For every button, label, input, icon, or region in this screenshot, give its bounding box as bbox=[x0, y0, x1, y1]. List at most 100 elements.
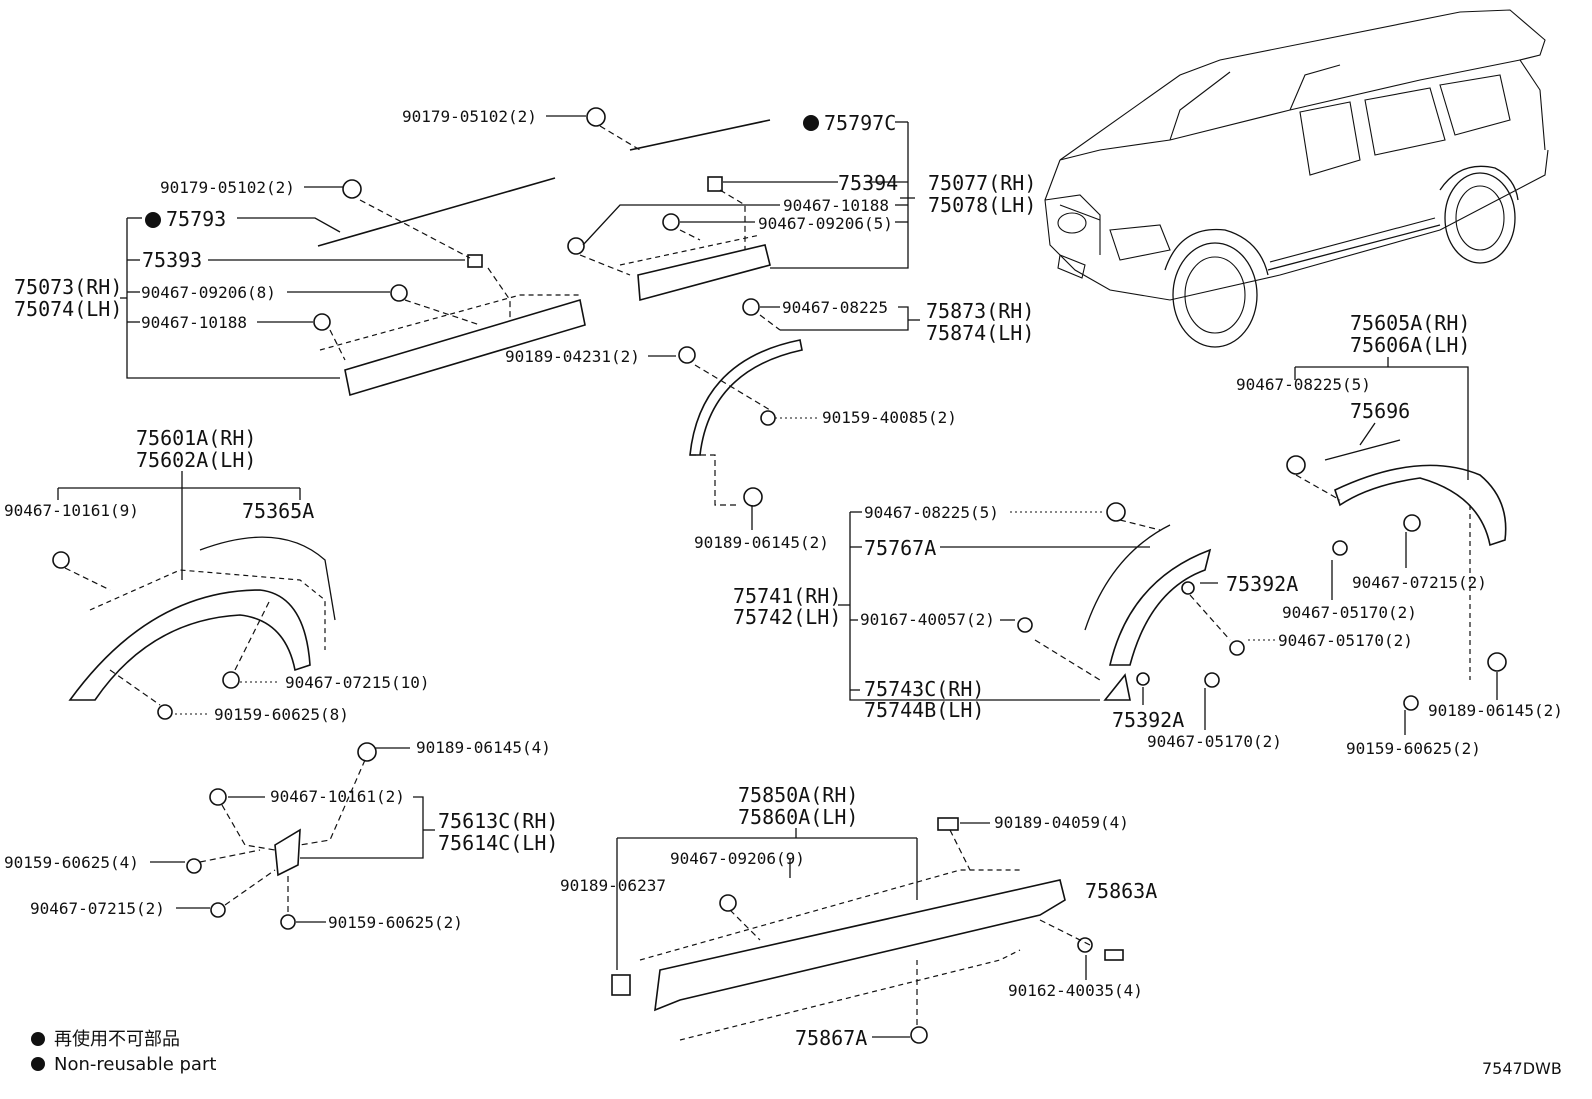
clip-icon bbox=[611, 974, 631, 996]
label-75614C: 75614C(LH) bbox=[438, 831, 558, 855]
legend-english: Non-reusable part bbox=[54, 1054, 216, 1075]
clip-icon bbox=[1136, 672, 1150, 686]
label-75850A: 75850A(RH) bbox=[738, 783, 858, 807]
clip-icon bbox=[357, 742, 377, 762]
clip-icon bbox=[1204, 672, 1220, 688]
label-90159-60625-8: 90159-60625(8) bbox=[214, 705, 349, 724]
label-75074: 75074(LH) bbox=[14, 297, 122, 321]
label-90467-10188-b: 90467-10188 bbox=[783, 196, 889, 215]
label-90467-05170-a: 90467-05170(2) bbox=[1278, 631, 1413, 650]
label-90467-05170-c: 90467-05170(2) bbox=[1282, 603, 1417, 622]
clip-icon bbox=[743, 487, 763, 507]
label-90467-09206-9: 90467-09206(9) bbox=[670, 849, 805, 868]
clip-icon bbox=[467, 254, 483, 268]
clip-icon bbox=[678, 346, 696, 364]
label-90467-10188-a: 90467-10188 bbox=[141, 313, 247, 332]
label-90162-40035: 90162-40035(4) bbox=[1008, 981, 1143, 1000]
clip-icon bbox=[1106, 502, 1126, 522]
label-75793: 75793 bbox=[166, 207, 226, 231]
clip-icon bbox=[222, 671, 240, 689]
label-75613C: 75613C(RH) bbox=[438, 809, 558, 833]
label-75797C: 75797C bbox=[824, 111, 896, 135]
label-90159-40085: 90159-40085(2) bbox=[822, 408, 957, 427]
label-90179-05102-b: 90179-05102(2) bbox=[160, 178, 295, 197]
label-75696: 75696 bbox=[1350, 399, 1410, 423]
label-90467-08225: 90467-08225 bbox=[782, 298, 888, 317]
legend-dot-2 bbox=[31, 1057, 45, 1071]
label-90179-05102-a: 90179-05102(2) bbox=[402, 107, 537, 126]
label-75601A: 75601A(RH) bbox=[136, 426, 256, 450]
clip-icon bbox=[742, 298, 760, 316]
label-75394: 75394 bbox=[838, 171, 898, 195]
clip-icon bbox=[390, 284, 408, 302]
label-90467-05170-b: 90467-05170(2) bbox=[1147, 732, 1282, 751]
screw-icon bbox=[1077, 937, 1093, 953]
label-90467-09206-8: 90467-09206(8) bbox=[141, 283, 276, 302]
clip-icon bbox=[719, 894, 737, 912]
label-90189-06145-4: 90189-06145(4) bbox=[416, 738, 551, 757]
label-75605A: 75605A(RH) bbox=[1350, 311, 1470, 335]
non-reusable-dot-75793 bbox=[145, 212, 161, 228]
fasteners bbox=[52, 107, 1507, 1044]
screw-icon bbox=[1403, 695, 1419, 711]
label-75741: 75741(RH) bbox=[733, 584, 841, 608]
clip-icon bbox=[586, 107, 606, 127]
screw-icon bbox=[760, 410, 776, 426]
label-90189-06145-b: 90189-06145(2) bbox=[1428, 701, 1563, 720]
non-reusable-dot-75797C bbox=[803, 115, 819, 131]
clip-icon bbox=[567, 237, 585, 255]
clip-icon bbox=[313, 313, 331, 331]
screw-icon bbox=[280, 914, 296, 930]
clip-icon bbox=[910, 1026, 928, 1044]
label-75077: 75077(RH) bbox=[928, 171, 1036, 195]
clip-icon bbox=[937, 817, 959, 831]
label-90467-08225-5a: 90467-08225(5) bbox=[864, 503, 999, 522]
clip-icon bbox=[342, 179, 362, 199]
legend: 再使用不可部品 Non-reusable part bbox=[31, 1029, 216, 1075]
label-90467-07215-2b: 90467-07215(2) bbox=[30, 899, 165, 918]
legend-japanese: 再使用不可部品 bbox=[54, 1029, 180, 1050]
clip-icon bbox=[52, 551, 70, 569]
label-90467-07215-2a: 90467-07215(2) bbox=[1352, 573, 1487, 592]
label-90159-60625-4: 90159-60625(4) bbox=[4, 853, 139, 872]
label-75602A: 75602A(LH) bbox=[136, 448, 256, 472]
vehicle-illustration bbox=[1044, 9, 1549, 348]
non-reusable-markers bbox=[145, 115, 819, 228]
clip-icon bbox=[1403, 514, 1421, 532]
label-75392A-a: 75392A bbox=[1226, 572, 1298, 596]
part-labels: 90179-05102(2) 75797C 90179-05102(2) 757… bbox=[4, 107, 1563, 1050]
label-90167-40057: 90167-40057(2) bbox=[860, 610, 995, 629]
label-90467-09206-5: 90467-09206(5) bbox=[758, 214, 893, 233]
label-90189-06145-a: 90189-06145(2) bbox=[694, 533, 829, 552]
clip-icon bbox=[1181, 581, 1195, 595]
parts-shapes bbox=[68, 119, 1507, 1041]
label-90189-04231: 90189-04231(2) bbox=[505, 347, 640, 366]
label-75606A: 75606A(LH) bbox=[1350, 333, 1470, 357]
clip-icon bbox=[1286, 455, 1306, 475]
label-90189-06237: 90189-06237 bbox=[560, 876, 666, 895]
clip-icon bbox=[209, 788, 227, 806]
label-90189-04059: 90189-04059(4) bbox=[994, 813, 1129, 832]
clip-icon bbox=[662, 213, 680, 231]
label-75874: 75874(LH) bbox=[926, 321, 1034, 345]
screw-icon bbox=[157, 704, 173, 720]
label-90467-10161-9: 90467-10161(9) bbox=[4, 501, 139, 520]
screw-icon bbox=[1017, 617, 1033, 633]
clip-icon bbox=[1332, 540, 1348, 556]
label-75743C: 75743C(RH) bbox=[864, 677, 984, 701]
label-75867A: 75867A bbox=[795, 1026, 867, 1050]
label-90467-10161-2: 90467-10161(2) bbox=[270, 787, 405, 806]
label-75744B: 75744B(LH) bbox=[864, 698, 984, 722]
legend-dot-1 bbox=[31, 1032, 45, 1046]
clip-icon bbox=[1229, 640, 1245, 656]
leader-lines bbox=[57, 115, 1498, 1038]
label-90467-07215-10: 90467-07215(10) bbox=[285, 673, 430, 692]
label-75863A: 75863A bbox=[1085, 879, 1157, 903]
label-75767A: 75767A bbox=[864, 536, 936, 560]
clip-icon bbox=[1487, 652, 1507, 672]
label-75073: 75073(RH) bbox=[14, 275, 122, 299]
label-75860A: 75860A(LH) bbox=[738, 805, 858, 829]
clip-icon bbox=[707, 176, 723, 192]
label-75392A-b: 75392A bbox=[1112, 708, 1184, 732]
